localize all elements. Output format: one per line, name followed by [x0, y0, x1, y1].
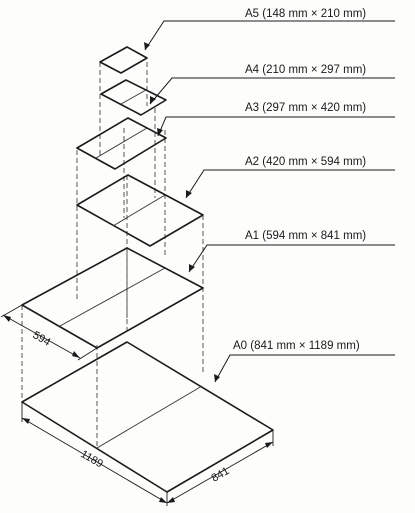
- sheet-a3: [76, 117, 167, 170]
- sheet-a1: [21, 247, 204, 349]
- dimension-1189: 1189: [21, 402, 168, 506]
- leader-a3: [157, 116, 395, 137]
- dimension-841: 841: [166, 430, 274, 504]
- leader-a1: [188, 244, 395, 273]
- label-a2: A2 (420 mm × 594 mm): [245, 156, 366, 168]
- sheet-a0: [21, 341, 274, 493]
- label-a3: A3 (297 mm × 420 mm): [245, 102, 366, 114]
- leader-a5: [144, 20, 395, 51]
- sheet-a4: [100, 79, 167, 116]
- label-a4: A4 (210 mm × 297 mm): [245, 64, 366, 76]
- sheet-a2: [76, 174, 204, 247]
- leader-a2: [185, 169, 395, 199]
- label-a0: A0 (841 mm × 1189 mm): [233, 340, 360, 352]
- label-a5: A5 (148 mm × 210 mm): [245, 8, 366, 20]
- leader-a4: [149, 77, 395, 105]
- dimension-label-594: 594: [31, 329, 53, 349]
- label-a1: A1 (594 mm × 841 mm): [245, 230, 366, 242]
- leader-a0: [214, 354, 395, 383]
- sheet-a5: [99, 46, 148, 74]
